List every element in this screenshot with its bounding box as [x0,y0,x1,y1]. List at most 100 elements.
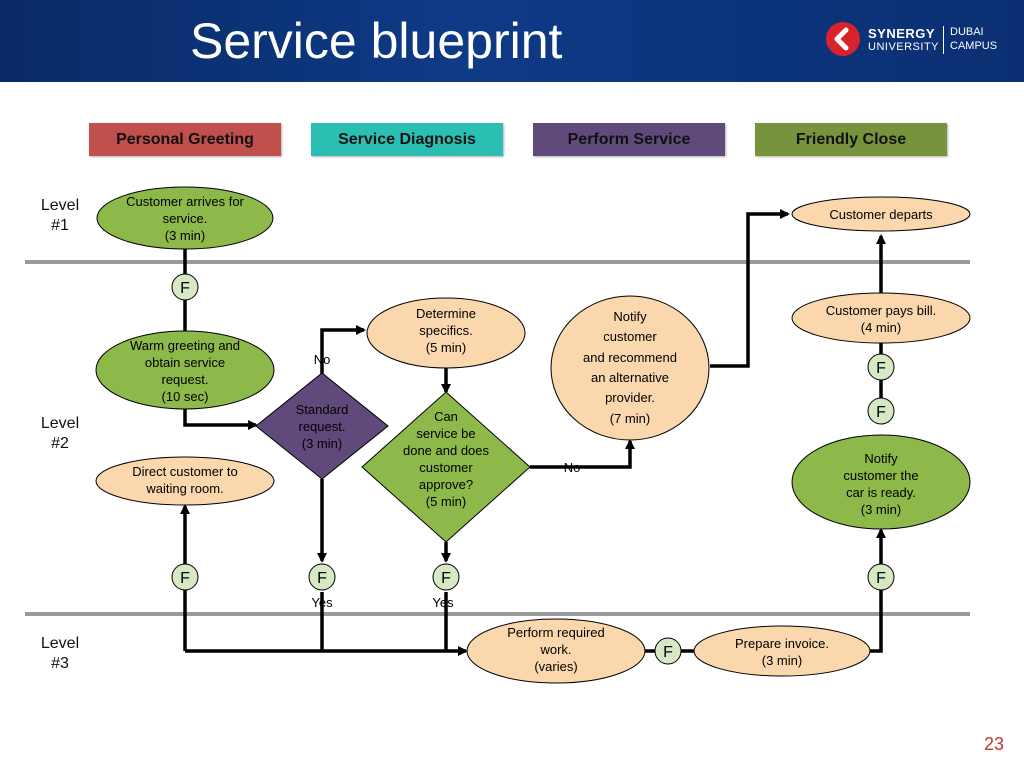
svg-text:request.: request. [162,372,209,387]
svg-text:provider.: provider. [605,390,655,405]
svg-text:(10 sec): (10 sec) [162,389,209,404]
level-1-number: #1 [51,217,69,234]
phase-friendly-close: Friendly Close [755,123,947,156]
svg-text:(3 min): (3 min) [165,228,205,243]
label-no-can-service: No [564,460,581,475]
level-2-label: Level #2 [30,414,90,454]
level-1-label: Level #1 [30,196,90,236]
svg-text:and recommend: and recommend [583,350,677,365]
svg-text:Notify: Notify [864,451,898,466]
label-yes-standard: Yes [311,595,333,610]
svg-text:Can: Can [434,409,458,424]
svg-text:F: F [876,570,886,587]
svg-text:Determine: Determine [416,306,476,321]
svg-text:Prepare invoice.: Prepare invoice. [735,636,829,651]
node-determine-specifics: Determine specifics. (5 min) [366,297,526,369]
svg-text:F: F [876,404,886,421]
svg-text:(3 min): (3 min) [861,502,901,517]
logo-campus-line1: DUBAI [950,26,984,38]
svg-text:approve?: approve? [419,477,473,492]
level-3-word: Level [40,635,80,652]
svg-text:(varies): (varies) [534,659,577,674]
f-circle-work-invoice: F [654,637,682,665]
svg-text:an alternative: an alternative [591,370,669,385]
svg-text:waiting room.: waiting room. [145,481,223,496]
svg-text:customer the: customer the [843,468,918,483]
svg-text:Perform required: Perform required [507,625,605,640]
node-customer-arrives: Customer arrives for service. (3 min) [96,186,274,250]
level-3-label: Level #3 [30,634,90,674]
logo-campus-line2: CAMPUS [950,40,998,52]
svg-text:(3 min): (3 min) [302,436,342,451]
phase-perform-service: Perform Service [533,123,725,156]
logo-name: SYNERGY [868,26,936,41]
university-logo: SYNERGY UNIVERSITY DUBAI CAMPUS [826,22,1016,62]
svg-text:F: F [180,570,190,587]
svg-text:F: F [317,570,327,587]
svg-text:Standard: Standard [296,402,349,417]
node-notify-alternative: Notify customer and recommend an alterna… [550,295,710,441]
svg-text:service.: service. [163,211,208,226]
node-standard-request: Standard request. (3 min) [255,372,389,480]
svg-text:car is ready.: car is ready. [846,485,916,500]
svg-text:customer: customer [603,329,657,344]
connector-notify-departs [710,209,790,368]
f-circle-waiting: F [171,563,199,591]
svg-text:(7 min): (7 min) [610,411,650,426]
node-direct-customer: Direct customer to waiting room. [95,456,275,506]
svg-text:service be: service be [416,426,475,441]
connector-greeting-standard [183,408,258,430]
node-can-service: Can service be done and does customer ap… [361,391,531,543]
f-circle-can-service: F [432,563,460,591]
svg-text:F: F [441,570,451,587]
node-perform-work: Perform required work. (varies) [466,618,646,684]
svg-text:Customer arrives for: Customer arrives for [126,194,244,209]
logo-subtitle: UNIVERSITY [868,41,940,53]
f-circle-notify-ready: F [867,397,895,425]
svg-text:request.: request. [299,419,346,434]
level-1-word: Level [40,197,80,214]
svg-text:Customer departs: Customer departs [829,207,933,222]
header-bar: Service blueprint SYNERGY UNIVERSITY DUB… [0,0,1024,82]
level-3-number: #3 [51,655,69,672]
connector-can-notify [530,439,635,469]
svg-text:(5 min): (5 min) [426,494,466,509]
label-no-standard: No [314,352,331,367]
svg-text:work.: work. [539,642,571,657]
svg-text:Warm greeting and: Warm greeting and [130,338,240,353]
f-circle-pays: F [867,353,895,381]
svg-text:F: F [180,280,190,297]
f-circle-invoice-notify: F [867,563,895,591]
node-warm-greeting: Warm greeting and obtain service request… [95,330,275,410]
node-notify-ready: Notify customer the car is ready. (3 min… [791,434,971,530]
node-prepare-invoice: Prepare invoice. (3 min) [693,625,871,677]
f-circle-standard: F [308,563,336,591]
svg-text:Customer pays bill.: Customer pays bill. [826,303,937,318]
phase-service-diagnosis: Service Diagnosis [311,123,503,156]
page-title: Service blueprint [190,13,563,69]
page-number: 23 [984,734,1005,754]
node-customer-departs: Customer departs [791,196,971,232]
connector-standard-determine [320,325,366,383]
node-customer-pays: Customer pays bill. (4 min) [791,292,971,344]
phase-personal-greeting: Personal Greeting [89,123,281,156]
label-yes-can-service: Yes [432,595,454,610]
svg-text:done and does: done and does [403,443,490,458]
svg-text:F: F [876,360,886,377]
svg-text:F: F [663,644,673,661]
svg-text:obtain service: obtain service [145,355,225,370]
svg-text:Direct customer to: Direct customer to [132,464,237,479]
level-2-number: #2 [51,435,69,452]
connector-invoice-notify [870,528,886,653]
logo-chevron-icon [826,22,860,56]
svg-text:Notify: Notify [613,309,647,324]
f-circle-greeting: F [171,273,199,301]
svg-text:(5 min): (5 min) [426,340,466,355]
svg-text:(3 min): (3 min) [762,653,802,668]
svg-text:(4 min): (4 min) [861,320,901,335]
svg-text:specifics.: specifics. [419,323,472,338]
logo-divider [943,26,944,54]
svg-text:customer: customer [419,460,473,475]
level-2-word: Level [40,415,80,432]
